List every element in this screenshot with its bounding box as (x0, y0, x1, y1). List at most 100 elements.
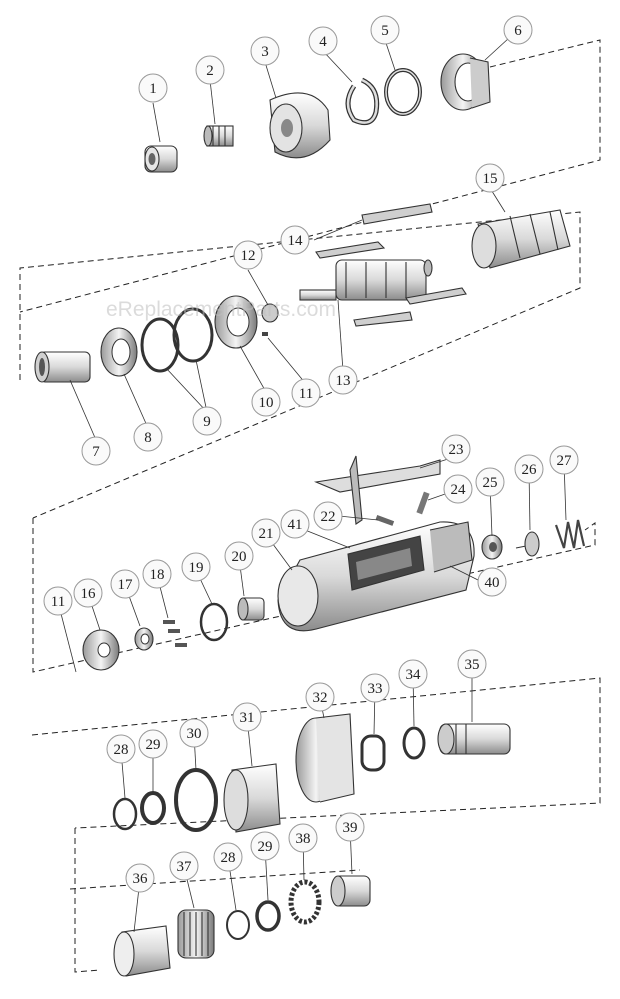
svg-text:24: 24 (451, 482, 467, 498)
svg-text:14: 14 (288, 233, 304, 249)
svg-text:20: 20 (232, 549, 247, 565)
callout-19: 19 (181, 552, 211, 582)
callout-29-b: 29 (250, 831, 280, 861)
svg-text:34: 34 (406, 667, 422, 683)
svg-text:27: 27 (557, 453, 573, 469)
part-10-bearing-plate (214, 295, 258, 349)
part-26-valve-stem (515, 531, 540, 557)
callout-17: 17 (110, 569, 140, 599)
callout-32: 32 (305, 682, 335, 712)
callout-20: 20 (224, 541, 254, 571)
svg-text:29: 29 (258, 839, 273, 855)
callout-1: 1 (138, 73, 168, 103)
callout-14: 14 (280, 225, 310, 255)
callout-18: 18 (142, 559, 172, 589)
part-33-o-ring (360, 734, 386, 772)
svg-text:21: 21 (259, 526, 274, 542)
svg-text:7: 7 (92, 444, 100, 460)
callout-35: 35 (457, 649, 487, 679)
part-15-cylinder (471, 209, 571, 269)
callout-24: 24 (443, 474, 473, 504)
part-1-collet-nut (144, 145, 178, 173)
part-34-o-ring (402, 726, 426, 760)
callout-11: 11 (291, 378, 321, 408)
callout-23: 23 (441, 434, 471, 464)
callout-4: 4 (308, 26, 338, 56)
callout-39: 39 (335, 812, 365, 842)
part-12-bearing (261, 303, 279, 323)
callout-27: 27 (549, 445, 579, 475)
callout-22: 22 (313, 501, 343, 531)
svg-text:15: 15 (483, 171, 498, 187)
svg-text:5: 5 (381, 23, 389, 39)
callout-10: 10 (251, 387, 281, 417)
svg-text:1: 1 (149, 81, 157, 97)
svg-text:39: 39 (343, 820, 358, 836)
svg-text:30: 30 (187, 726, 202, 742)
callout-38: 38 (288, 823, 318, 853)
svg-text:29: 29 (146, 737, 161, 753)
part-35-inlet-bushing (437, 723, 511, 755)
callout-21: 21 (251, 518, 281, 548)
part-3-housing-cap (269, 92, 331, 159)
svg-text:26: 26 (522, 462, 538, 478)
part-16-end-plate (82, 629, 120, 671)
svg-text:31: 31 (240, 710, 255, 726)
svg-text:10: 10 (259, 395, 274, 411)
svg-text:23: 23 (449, 442, 464, 458)
callout-33: 33 (360, 673, 390, 703)
part-2-collet (203, 125, 234, 147)
svg-text:9: 9 (203, 414, 211, 430)
part-21-41-motor-housing (277, 521, 475, 632)
svg-text:4: 4 (319, 34, 327, 50)
callout-5: 5 (370, 15, 400, 45)
callout-12: 12 (233, 240, 263, 270)
svg-text:22: 22 (321, 509, 336, 525)
callout-34: 34 (398, 659, 428, 689)
part-25-nut (481, 534, 503, 560)
part-7-spindle-sleeve (34, 351, 91, 383)
callout-13: 13 (328, 365, 358, 395)
part-39-inlet-fitting (330, 875, 371, 907)
part-13-rotor (299, 259, 433, 301)
svg-text:18: 18 (150, 567, 165, 583)
part-37-grip-ring (177, 909, 215, 959)
callout-29: 29 (138, 729, 168, 759)
callout-28: 28 (106, 734, 136, 764)
part-28-washer (112, 797, 138, 831)
svg-text:35: 35 (465, 657, 480, 673)
svg-text:12: 12 (241, 248, 256, 264)
svg-text:8: 8 (144, 430, 152, 446)
callout-bubbles: 1 2 3 4 5 6 15 14 12 13 11 10 9 8 7 23 2… (43, 15, 579, 893)
part-30-o-ring (174, 768, 218, 832)
part-4-snap-ring (345, 77, 380, 126)
part-20-valve (237, 597, 265, 621)
callout-15: 15 (475, 163, 505, 193)
callout-41: 41 (280, 509, 310, 539)
svg-text:33: 33 (368, 681, 383, 697)
part-36-cover (113, 925, 171, 977)
svg-text:32: 32 (313, 690, 328, 706)
part-18-pins (163, 620, 187, 647)
svg-text:6: 6 (514, 23, 522, 39)
part-38-lock-washer (288, 879, 322, 925)
part-6-bearing-ring (440, 53, 491, 111)
part-32-exhaust-cover (295, 713, 355, 803)
svg-text:3: 3 (261, 44, 269, 60)
svg-text:36: 36 (133, 871, 149, 887)
part-29-o-ring-b (255, 900, 281, 932)
part-23-throttle-lever (313, 455, 441, 525)
part-28-washer-b (226, 910, 250, 940)
svg-text:17: 17 (118, 577, 134, 593)
part-5-o-ring (384, 68, 422, 116)
part-27-spring (554, 519, 586, 549)
callout-37: 37 (169, 851, 199, 881)
callout-3: 3 (250, 36, 280, 66)
part-11-pin (262, 332, 268, 336)
svg-text:40: 40 (485, 575, 500, 591)
part-19-o-ring (199, 602, 229, 642)
callout-16: 16 (73, 578, 103, 608)
callout-26: 26 (514, 454, 544, 484)
svg-text:37: 37 (177, 859, 193, 875)
